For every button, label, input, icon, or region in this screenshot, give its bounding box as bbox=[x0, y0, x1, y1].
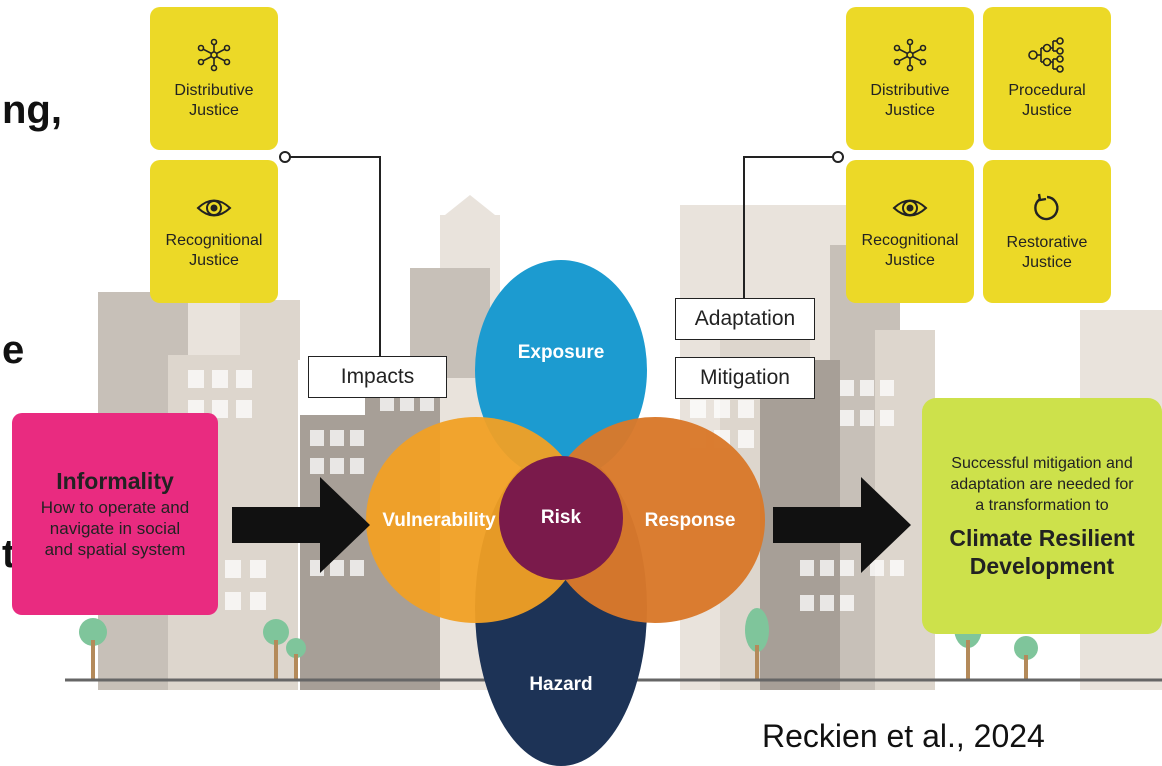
justice-label: Restorative bbox=[1006, 233, 1088, 251]
informality-desc-1: How to operate and bbox=[40, 498, 190, 517]
justice-label: Justice bbox=[885, 251, 935, 269]
arrow-right-icon bbox=[773, 477, 911, 573]
justice-label: Justice bbox=[885, 101, 935, 119]
justice-label: Recognitional bbox=[861, 231, 959, 249]
informality-desc-2: navigate in social bbox=[49, 519, 181, 538]
network-icon bbox=[197, 38, 231, 71]
hazard-label: Hazard bbox=[529, 674, 593, 695]
outcome-desc-3: a transformation to bbox=[975, 496, 1109, 514]
flowchart-icon bbox=[1028, 36, 1064, 73]
network-icon bbox=[893, 38, 927, 71]
informality-desc-3: and spatial system bbox=[44, 540, 186, 559]
eye-icon bbox=[892, 199, 928, 216]
mitigation-tag: Mitigation bbox=[675, 357, 815, 399]
response-ellipse bbox=[545, 417, 765, 623]
informality-box: Informality How to operate and navigate … bbox=[12, 413, 218, 615]
outcome-title-1: Climate Resilient bbox=[949, 524, 1135, 551]
vulnerability-label: Vulnerability bbox=[382, 510, 496, 531]
justice-label: Justice bbox=[1022, 101, 1072, 119]
outcome-box: Successful mitigation and adaptation are… bbox=[922, 398, 1162, 634]
justice-label: Procedural bbox=[1008, 81, 1086, 99]
risk-label: Risk bbox=[540, 507, 582, 528]
impacts-tag: Impacts bbox=[308, 356, 447, 398]
outcome-title-2: Development bbox=[969, 552, 1115, 579]
outcome-desc-2: adaptation are needed for bbox=[950, 475, 1134, 493]
exposure-label: Exposure bbox=[517, 342, 605, 363]
eye-icon bbox=[196, 199, 232, 216]
cutoff-text-3: t bbox=[2, 532, 16, 576]
outcome-desc-1: Successful mitigation and bbox=[951, 454, 1133, 472]
justice-label: Justice bbox=[189, 101, 239, 119]
justice-label: Justice bbox=[1022, 253, 1072, 271]
cutoff-text-2: e bbox=[2, 328, 25, 372]
cutoff-text-1: ng, bbox=[2, 88, 62, 132]
response-label: Response bbox=[644, 510, 736, 531]
adaptation-tag: Adaptation bbox=[675, 298, 815, 340]
informality-title: Informality bbox=[56, 468, 174, 494]
justice-label: Justice bbox=[189, 251, 239, 269]
risk-circle bbox=[499, 456, 623, 580]
refresh-icon bbox=[1034, 193, 1059, 220]
citation: Reckien et al., 2024 bbox=[762, 718, 1045, 754]
justice-label: Distributive bbox=[870, 81, 950, 99]
arrow-right-icon bbox=[232, 477, 370, 573]
justice-label: Distributive bbox=[174, 81, 254, 99]
justice-label: Recognitional bbox=[165, 231, 263, 249]
